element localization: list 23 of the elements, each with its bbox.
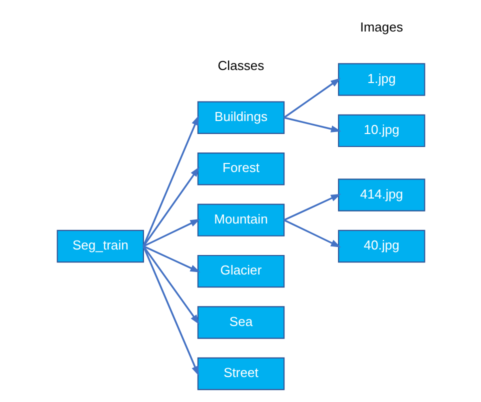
node-box: 1.jpg xyxy=(338,63,425,96)
arrow xyxy=(283,116,341,132)
arrow xyxy=(142,246,199,325)
label: Images xyxy=(360,20,403,35)
node-box: Sea xyxy=(196,306,284,339)
arrow xyxy=(283,78,340,118)
node-box: Seg_train xyxy=(56,230,144,263)
node-box: 414.jpg xyxy=(338,178,425,212)
node-box: Forest xyxy=(196,152,284,186)
arrow xyxy=(142,245,200,272)
arrow xyxy=(283,194,340,221)
node-box: Buildings xyxy=(196,101,284,134)
arrow xyxy=(283,219,340,248)
node-box: 40.jpg xyxy=(338,230,425,263)
arrow xyxy=(142,218,200,248)
arrow xyxy=(142,246,198,376)
node-box: Mountain xyxy=(196,204,284,236)
node-box: 10.jpg xyxy=(338,114,425,148)
node-box: Glacier xyxy=(196,254,284,288)
arrow xyxy=(142,115,198,247)
arrow xyxy=(142,166,199,247)
node-box: Street xyxy=(196,357,284,390)
label: Classes xyxy=(217,58,264,73)
